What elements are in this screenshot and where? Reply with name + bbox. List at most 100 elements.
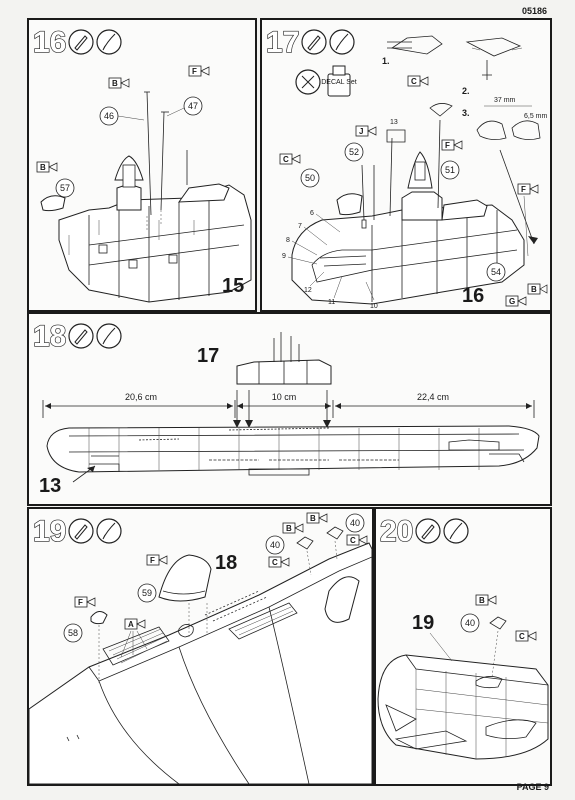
assembly-15-label: 15 xyxy=(222,275,244,297)
part-10-label: 10 xyxy=(370,303,378,310)
svg-text:DECAL Set: DECAL Set xyxy=(321,79,357,86)
color-tag-c: C xyxy=(268,556,290,568)
stern-assembly-drawing xyxy=(377,654,549,760)
svg-text:47: 47 xyxy=(188,101,198,111)
color-tag-c: C xyxy=(515,630,537,642)
dimension-middle: 10 cm xyxy=(272,392,297,402)
part-52-callout: 52 xyxy=(344,142,364,162)
tower-assembly-drawing xyxy=(291,151,525,305)
decal-scissors-icon xyxy=(295,69,321,95)
svg-text:13: 13 xyxy=(390,119,398,126)
svg-text:46: 46 xyxy=(104,111,114,121)
svg-text:F: F xyxy=(150,556,155,565)
color-tag-b-2: B xyxy=(306,512,328,524)
part-57-callout: 57 xyxy=(40,178,75,212)
svg-text:37 mm: 37 mm xyxy=(494,97,516,104)
dimension-left: 20,6 cm xyxy=(125,392,157,402)
step-18-panel: 18 17 20,6 cm 10 cm 22,4 cm 13 xyxy=(27,312,552,506)
substep-1-drawing xyxy=(387,35,443,55)
color-tag-c: C xyxy=(407,75,429,87)
part-7-label: 7 xyxy=(298,223,302,230)
color-tag-c-2: C xyxy=(279,153,301,165)
part-13-label: 13 xyxy=(390,119,398,126)
svg-text:B: B xyxy=(310,514,316,523)
svg-text:C: C xyxy=(272,558,278,567)
substep-3-drawing: 37 mm 6,5 mm xyxy=(476,97,548,140)
part-6-label: 6 xyxy=(310,210,314,217)
glue-icon xyxy=(415,518,441,544)
color-tag-b: B xyxy=(475,594,497,606)
assembly-17-label: 17 xyxy=(197,345,219,367)
part-59-drawing xyxy=(158,554,212,602)
part-9-label: 9 xyxy=(282,253,286,260)
substep-2-drawing xyxy=(465,37,523,80)
color-tag-f-2: F xyxy=(74,596,96,608)
color-tag-a: A xyxy=(124,618,146,630)
svg-text:B: B xyxy=(112,79,118,88)
svg-text:40: 40 xyxy=(270,540,280,550)
substep-3-label: 3. xyxy=(462,108,470,118)
svg-text:52: 52 xyxy=(349,147,359,157)
part-50-callout: 50 xyxy=(300,168,320,188)
assembly-16-label: 16 xyxy=(462,285,484,307)
svg-text:59: 59 xyxy=(142,588,152,598)
part-8-label: 8 xyxy=(286,237,290,244)
svg-text:F: F xyxy=(445,141,450,150)
color-tag-c-2: C xyxy=(346,534,368,546)
brush-icon xyxy=(96,29,122,55)
step-19-number: 19 xyxy=(33,515,66,548)
color-tag-b-2: B xyxy=(36,161,58,173)
color-tag-b: B xyxy=(108,77,130,89)
part-11-label: 11 xyxy=(328,299,335,306)
color-tag-f: F xyxy=(146,554,168,566)
part-40-callout-2: 40 xyxy=(345,513,365,533)
glue-icon xyxy=(68,323,94,349)
svg-text:A: A xyxy=(128,620,134,629)
brush-icon xyxy=(96,323,122,349)
mast-46 xyxy=(144,91,152,216)
color-tag-f-2: F xyxy=(517,183,539,195)
page-number: PAGE 9 xyxy=(516,782,549,792)
part-40-callout: 40 xyxy=(265,535,285,555)
color-tag-g: G xyxy=(505,295,527,307)
color-tag-f: F xyxy=(188,65,210,77)
svg-text:F: F xyxy=(78,598,83,607)
svg-text:C: C xyxy=(283,155,289,164)
part-58-callout: 58 xyxy=(63,623,83,643)
svg-text:B: B xyxy=(286,524,292,533)
svg-text:58: 58 xyxy=(68,628,78,638)
svg-text:57: 57 xyxy=(60,183,70,193)
deck-assembly-drawing xyxy=(29,542,372,784)
kit-number: 05186 xyxy=(521,6,547,16)
svg-text:54: 54 xyxy=(491,267,501,277)
step-20-number: 20 xyxy=(380,515,413,548)
svg-text:C: C xyxy=(519,632,525,641)
dimension-right: 22,4 cm xyxy=(417,392,449,402)
color-tag-f: F xyxy=(441,139,463,151)
assembly-18-label: 18 xyxy=(215,552,237,574)
part-59-callout: 59 xyxy=(137,583,157,603)
glue-icon xyxy=(301,29,327,55)
assembly-13-label: 13 xyxy=(39,475,61,497)
decal-set-bottle-icon: DECAL Set xyxy=(321,65,357,97)
step-16-number: 16 xyxy=(33,26,66,59)
substep-2-label: 2. xyxy=(462,86,470,96)
svg-text:B: B xyxy=(531,285,537,294)
svg-text:B: B xyxy=(40,163,46,172)
step-17-panel: 17 DECAL Set 1. 2. 3. 37 mm 6,5 mm xyxy=(260,18,552,312)
svg-text:C: C xyxy=(411,77,417,86)
part-47-callout: 47 xyxy=(166,96,203,117)
svg-text:6,5 mm: 6,5 mm xyxy=(524,113,548,120)
part-40-callout: 40 xyxy=(460,613,480,633)
glue-icon xyxy=(68,518,94,544)
tower-assembly-drawing xyxy=(58,155,252,303)
part-54-callout: 54 xyxy=(486,262,506,282)
color-tag-b: B xyxy=(282,522,304,534)
glue-icon xyxy=(68,29,94,55)
step-18-number: 18 xyxy=(33,320,66,353)
svg-text:F: F xyxy=(192,67,197,76)
step-17-number: 17 xyxy=(266,26,299,59)
svg-text:J: J xyxy=(359,127,363,136)
part-46-callout: 46 xyxy=(99,106,145,126)
color-tag-j: J xyxy=(355,125,377,137)
